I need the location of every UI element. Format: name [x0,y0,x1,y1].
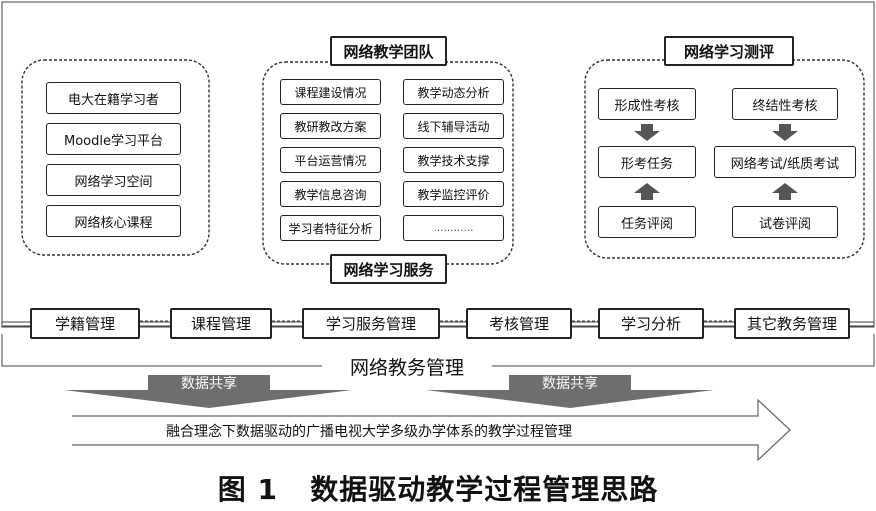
data-share-label: 数据共享 [181,376,237,392]
learner-item: 网络学习空间 [46,164,181,196]
data-share-label: 数据共享 [542,376,598,392]
exam-review: 试卷评阅 [732,206,838,238]
process-arrow [72,398,791,462]
figure-number: 图 1 [217,473,278,506]
module-connectors [140,320,734,327]
team-item: 教学信息咨询 [280,181,381,207]
up-arrow-icon [772,183,798,200]
figure-title: 数据驱动教学过程管理思路 [310,473,659,506]
team-item: 学习者特征分析 [280,215,381,241]
data-share-arrow-left [64,375,352,408]
team-bottom-title: 网络学习服务 [330,254,447,284]
team-item: 教研教改方案 [280,113,381,139]
learner-item: 网络核心课程 [46,205,181,237]
data-share-arrow-right [426,375,714,408]
formative-assessment: 形成性考核 [598,88,696,120]
module-course: 课程管理 [170,308,272,339]
team-item: 线下辅导活动 [403,113,504,139]
team-item: ………… [403,215,504,241]
team-item: 教学监控评价 [403,181,504,207]
module-learning-service: 学习服务管理 [302,308,440,339]
team-item: 平台运营情况 [280,147,381,173]
process-arrow-text: 融合理念下数据驱动的广播电视大学多级办学体系的教学过程管理 [166,424,572,440]
learner-item: Moodle学习平台 [46,123,181,155]
down-arrow-icon [772,124,798,141]
assessment-title: 网络学习测评 [664,36,794,66]
online-paper-exam: 网络考试/纸质考试 [714,146,856,178]
summative-assessment: 终结性考核 [732,88,838,120]
module-assessment: 考核管理 [466,308,572,339]
team-item: 教学动态分析 [403,79,504,105]
task-review: 任务评阅 [598,206,696,238]
team-item: 教学技术支撑 [403,147,504,173]
up-arrow-icon [634,183,660,200]
figure-caption: 图 1 数据驱动教学过程管理思路 [0,471,876,506]
module-learning-analysis: 学习分析 [598,308,704,339]
formative-task: 形考任务 [598,146,696,178]
band-label: 网络教务管理 [322,352,492,380]
team-title: 网络教学团队 [330,36,447,66]
module-other-affairs: 其它教务管理 [734,308,850,339]
module-enrollment: 学籍管理 [30,308,140,339]
team-item: 课程建设情况 [280,79,381,105]
down-arrow-icon [634,124,660,141]
learner-group-frame [21,59,210,256]
learner-item: 电大在籍学习者 [46,82,181,114]
